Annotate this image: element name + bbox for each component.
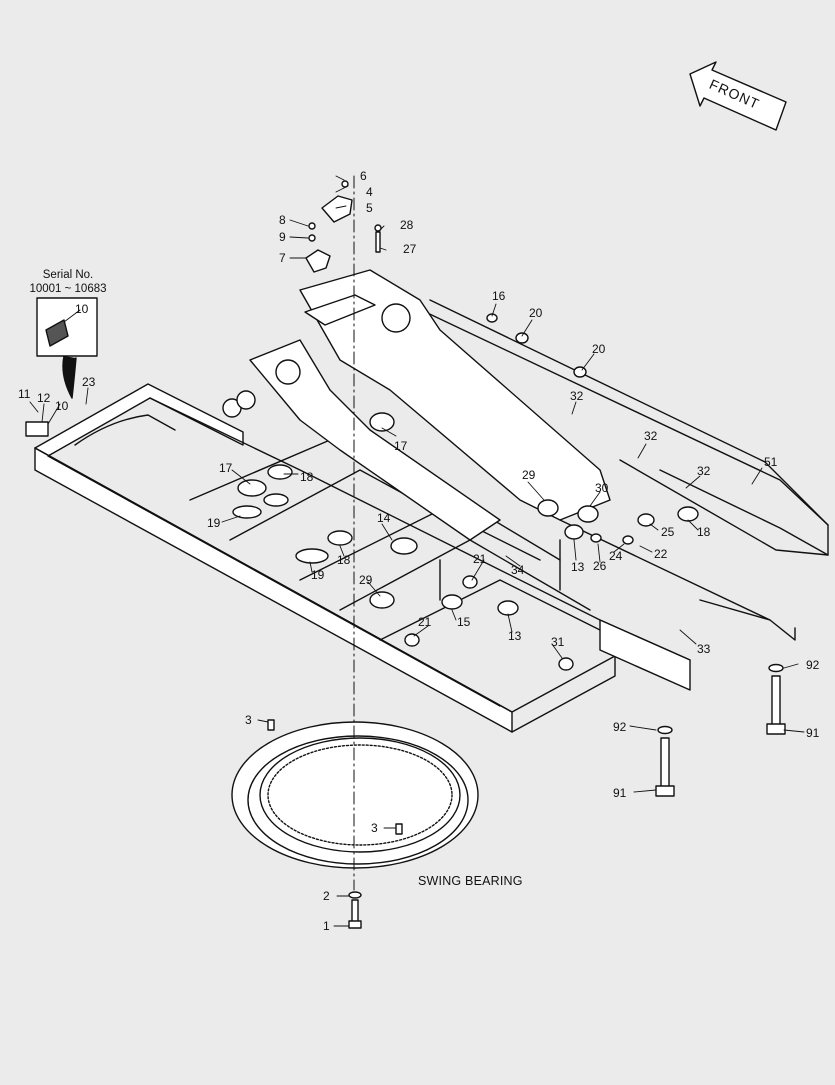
callout-c-29a: 29 [522, 468, 536, 482]
callout-c-23: 23 [82, 375, 96, 389]
callout-c-21a: 21 [473, 552, 487, 566]
callout-c-11: 11 [18, 387, 31, 401]
callout-c-20a: 20 [529, 306, 543, 320]
callout-c-30: 30 [595, 481, 609, 495]
serial-box [36, 297, 98, 357]
callout-c-5: 5 [366, 201, 373, 215]
callout-c-10a: 10 [75, 302, 89, 316]
leader-lines [29, 175, 805, 927]
callout-c-18a: 18 [300, 470, 314, 484]
callout-c-92a: 92 [613, 720, 627, 734]
callout-c-18b: 18 [337, 553, 351, 567]
callout-c-21b: 21 [418, 615, 432, 629]
callout-c-32a: 32 [570, 389, 584, 403]
callout-c-51: 51 [764, 455, 778, 469]
callout-c-91a: 91 [613, 786, 627, 800]
callout-c-31: 31 [551, 635, 565, 649]
callout-c-8: 8 [279, 213, 286, 227]
callout-c-32c: 32 [697, 464, 711, 478]
callout-c-16: 16 [492, 289, 506, 303]
callout-c-13a: 13 [571, 560, 585, 574]
callout-c-3a: 3 [245, 713, 252, 727]
callout-c-19a: 19 [207, 516, 221, 530]
callout-c-7: 7 [279, 251, 286, 265]
callout-c-32b: 32 [644, 429, 658, 443]
callout-c-22: 22 [654, 547, 668, 561]
callout-c-24: 24 [609, 549, 623, 563]
callout-c-27: 27 [403, 242, 417, 256]
callout-c-17b: 17 [394, 439, 408, 453]
callout-c-18c: 18 [697, 525, 711, 539]
callout-c-14: 14 [377, 511, 391, 525]
serial-number-note: Serial No. 10001 ~ 10683 [22, 268, 114, 296]
callout-c-34: 34 [511, 563, 525, 577]
right-frame-beam [399, 299, 829, 641]
front-arrow-icon [689, 61, 787, 131]
callout-c-13b: 13 [508, 629, 522, 643]
callout-c-28: 28 [400, 218, 414, 232]
callout-c-6: 6 [360, 169, 367, 183]
callout-c-92b: 92 [806, 658, 820, 672]
boom-foot-bracket [222, 269, 611, 541]
swing-bearing-caption: SWING BEARING [418, 874, 523, 888]
callout-c-3b: 3 [371, 821, 378, 835]
callout-c-29b: 29 [359, 573, 373, 587]
callout-c-2: 2 [323, 889, 330, 903]
serial-pointer [62, 355, 77, 399]
center-frame [149, 397, 691, 691]
callout-c-1: 1 [323, 919, 330, 933]
swing-bearing [231, 721, 479, 869]
bolts [348, 663, 786, 929]
callout-c-25: 25 [661, 525, 675, 539]
callout-c-33: 33 [697, 642, 711, 656]
callout-c-10b: 10 [55, 399, 69, 413]
callout-c-9: 9 [279, 230, 286, 244]
top-hardware [305, 180, 382, 273]
callout-c-20b: 20 [592, 342, 606, 356]
callout-c-26: 26 [593, 559, 607, 573]
callout-c-15: 15 [457, 615, 471, 629]
callout-c-17a: 17 [219, 461, 233, 475]
callout-c-19b: 19 [311, 568, 325, 582]
callout-c-12: 12 [37, 391, 51, 405]
serial-range: 10001 ~ 10683 [29, 283, 107, 295]
callout-c-91b: 91 [806, 726, 820, 740]
serial-title: Serial No. [42, 269, 94, 281]
callout-c-4: 4 [366, 185, 373, 199]
bushings [232, 313, 699, 671]
